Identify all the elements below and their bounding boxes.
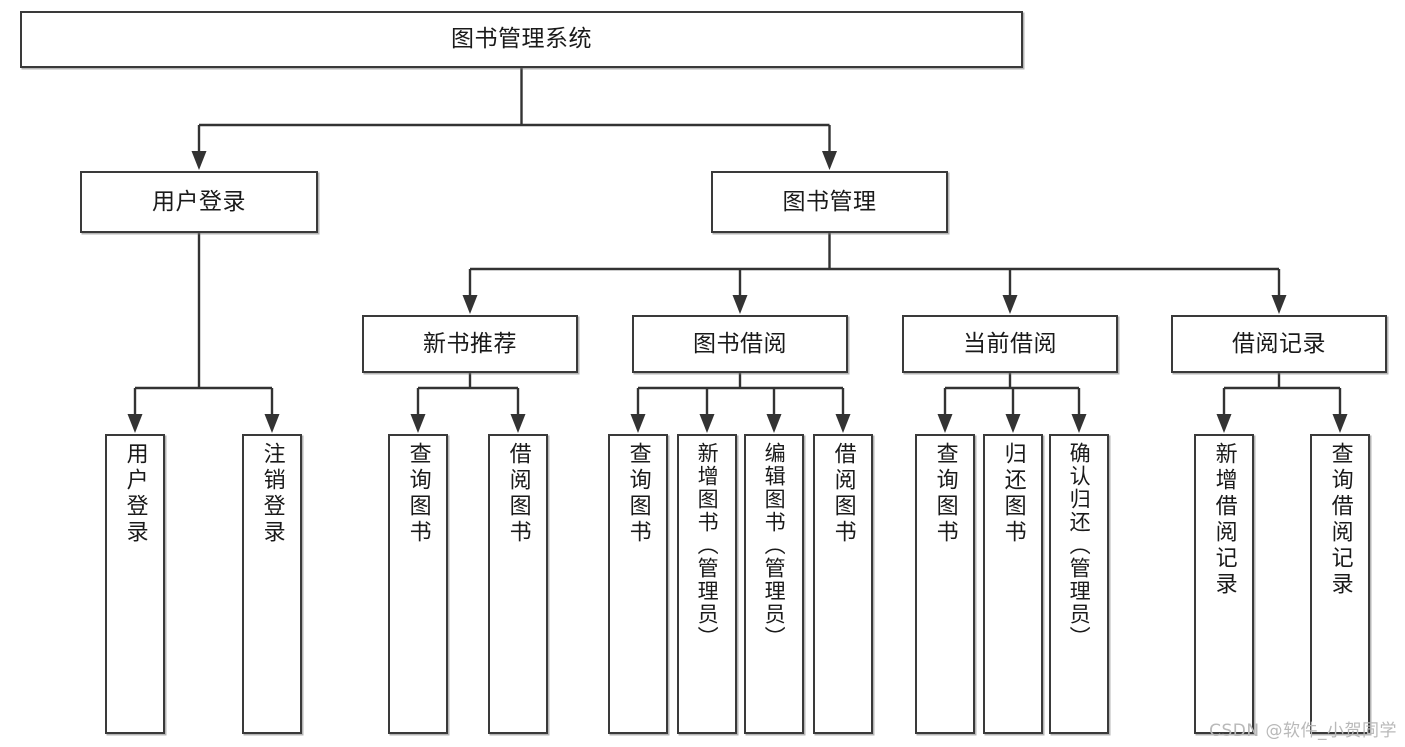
arrowhead-leaf-br-query-record	[1332, 414, 1348, 433]
node-leaf-cb-query-book[interactable]: 查询图书	[915, 434, 975, 734]
node-label-leaf-user-login: 用户登录	[122, 442, 148, 546]
arrowhead-borrow-record	[1271, 295, 1287, 314]
node-label-leaf-rec-query-book: 查询图书	[405, 442, 431, 546]
watermark-label: CSDN @软件_小贺同学	[1209, 721, 1397, 741]
arrowhead-leaf-cb-return-book	[1005, 414, 1021, 433]
arrowhead-leaf-bb-borrow-book	[835, 414, 851, 433]
node-label-leaf-user-logout: 注销登录	[259, 442, 285, 546]
node-leaf-cb-confirm-return[interactable]: 确认归还（管理员）	[1049, 434, 1109, 734]
node-leaf-br-add-record[interactable]: 新增借阅记录	[1194, 434, 1254, 734]
node-leaf-rec-borrow-book[interactable]: 借阅图书	[488, 434, 548, 734]
node-label-root: 图书管理系统	[451, 26, 592, 53]
arrowhead-leaf-cb-confirm-return	[1071, 414, 1087, 433]
node-root[interactable]: 图书管理系统	[20, 11, 1023, 68]
arrowhead-leaf-cb-query-book	[937, 414, 953, 433]
node-leaf-cb-return-book[interactable]: 归还图书	[983, 434, 1043, 734]
node-borrow-record[interactable]: 借阅记录	[1171, 315, 1387, 373]
node-leaf-user-logout[interactable]: 注销登录	[242, 434, 302, 734]
arrowhead-leaf-rec-borrow-book	[510, 414, 526, 433]
node-label-leaf-bb-borrow-book: 借阅图书	[830, 442, 856, 546]
node-label-user-login: 用户登录	[152, 188, 246, 215]
arrowhead-leaf-bb-edit-book	[766, 414, 782, 433]
node-label-leaf-bb-query-book: 查询图书	[625, 442, 651, 546]
arrowhead-book-borrow	[732, 295, 748, 314]
node-leaf-user-login[interactable]: 用户登录	[105, 434, 165, 734]
node-leaf-br-query-record[interactable]: 查询借阅记录	[1310, 434, 1370, 734]
node-label-book-manage: 图书管理	[782, 188, 877, 215]
node-leaf-bb-borrow-book[interactable]: 借阅图书	[813, 434, 873, 734]
node-leaf-rec-query-book[interactable]: 查询图书	[388, 434, 448, 734]
arrowhead-book-manage	[822, 151, 837, 170]
node-label-leaf-cb-query-book: 查询图书	[932, 442, 958, 546]
node-label-leaf-cb-confirm-return: 确认归还（管理员）	[1067, 442, 1092, 649]
node-current-borrow[interactable]: 当前借阅	[902, 315, 1118, 373]
arrowhead-leaf-user-login	[127, 414, 143, 433]
node-new-book-rec[interactable]: 新书推荐	[362, 315, 578, 373]
node-label-new-book-rec: 新书推荐	[423, 330, 517, 357]
arrowhead-leaf-rec-query-book	[410, 414, 426, 433]
node-user-login[interactable]: 用户登录	[80, 171, 318, 233]
arrowhead-current-borrow	[1002, 295, 1018, 314]
arrowhead-user-login	[191, 151, 207, 170]
node-leaf-bb-add-book[interactable]: 新增图书（管理员）	[677, 434, 737, 734]
node-label-book-borrow: 图书借阅	[693, 330, 787, 357]
arrowhead-leaf-br-add-record	[1216, 414, 1232, 433]
node-label-current-borrow: 当前借阅	[963, 330, 1057, 357]
node-label-leaf-cb-return-book: 归还图书	[1000, 442, 1026, 546]
node-leaf-bb-query-book[interactable]: 查询图书	[608, 434, 668, 734]
node-label-borrow-record: 借阅记录	[1232, 330, 1326, 357]
node-book-borrow[interactable]: 图书借阅	[632, 315, 848, 373]
arrowhead-new-book-rec	[462, 295, 478, 314]
node-label-leaf-bb-edit-book: 编辑图书（管理员）	[762, 442, 787, 649]
node-label-leaf-rec-borrow-book: 借阅图书	[505, 442, 531, 546]
arrowhead-leaf-user-logout	[264, 414, 280, 433]
node-label-leaf-br-query-record: 查询借阅记录	[1327, 442, 1353, 598]
node-book-manage[interactable]: 图书管理	[711, 171, 948, 233]
node-label-leaf-br-add-record: 新增借阅记录	[1211, 442, 1237, 598]
node-label-leaf-bb-add-book: 新增图书（管理员）	[695, 442, 720, 649]
arrowhead-leaf-bb-add-book	[699, 414, 715, 433]
arrowhead-leaf-bb-query-book	[630, 414, 646, 433]
node-leaf-bb-edit-book[interactable]: 编辑图书（管理员）	[744, 434, 804, 734]
